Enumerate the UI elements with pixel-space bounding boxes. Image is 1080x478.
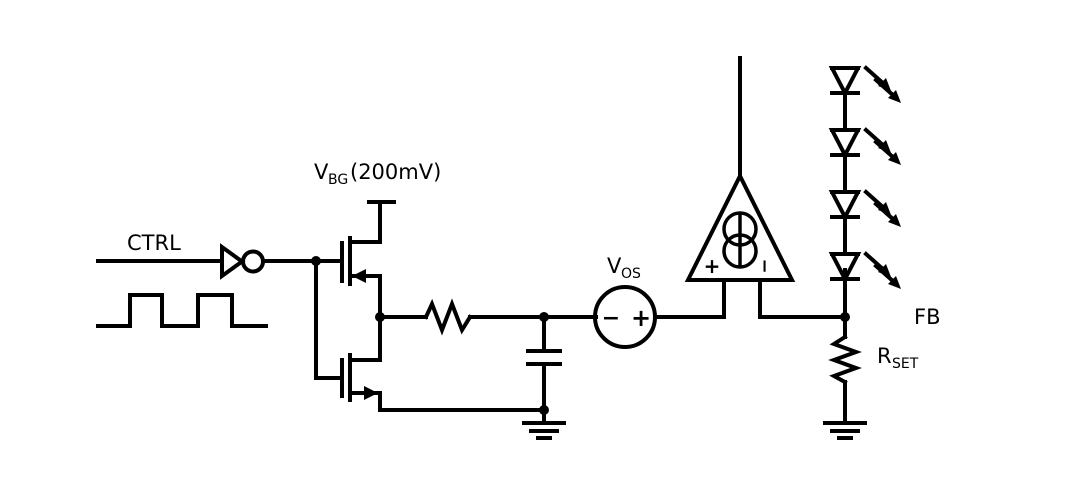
led-emission-arrow-line: [873, 139, 897, 161]
led-2: [828, 127, 901, 194]
led-diode-triangle: [828, 66, 862, 98]
amp-plus-sign: +: [704, 254, 721, 278]
fb-label: FB: [914, 305, 941, 329]
led-diode-triangle: [828, 128, 862, 160]
amp-minus-input-wire: [758, 278, 847, 319]
led-string: [828, 65, 901, 289]
inverter: [220, 243, 265, 280]
led-emission-arrow-head: [888, 90, 901, 103]
led-1: [828, 65, 901, 132]
led-emission-arrow-line: [863, 65, 887, 87]
nmos-arrow: [364, 386, 378, 400]
rset-resistor: [828, 334, 862, 385]
led-emission-arrow-line: [873, 201, 897, 223]
led-emission-arrow-head: [878, 78, 891, 91]
vos-voltage-source: − +: [593, 285, 657, 349]
filter-resistor: [423, 298, 473, 336]
led-emission-arrow-head: [888, 276, 901, 289]
led-emission-arrow-head: [888, 152, 901, 165]
vos-plus-sign: +: [631, 304, 651, 332]
amp-minus-sign: −: [754, 258, 775, 273]
led-3: [828, 189, 901, 256]
rset-label-sub: SET: [892, 356, 919, 372]
vbg-label-sub: BG: [328, 172, 348, 188]
ground-junction: [539, 405, 549, 415]
nmos-source-lead: [348, 391, 382, 412]
led-emission-arrow-head: [878, 264, 891, 277]
filter-capacitor: [526, 349, 562, 366]
op-amp: + −: [684, 56, 796, 282]
pmos-arrow: [352, 269, 366, 283]
ground-symbol-left: [522, 421, 566, 440]
op-amp-triangle: [684, 171, 796, 282]
vbg-label: V BG (200mV): [314, 160, 441, 188]
rset-label: R SET: [877, 344, 919, 372]
led-emission-arrow-line: [863, 189, 887, 211]
led-emission-arrow-line: [873, 263, 897, 285]
led-emission-arrow-head: [878, 202, 891, 215]
rset-label-main: R: [877, 344, 892, 368]
nmos-transistor: [340, 353, 382, 412]
vos-label-sub: OS: [621, 266, 641, 282]
led-emission-arrow-line: [873, 77, 897, 99]
vos-minus-sign: −: [602, 306, 620, 331]
inverter-bubble: [241, 249, 265, 274]
inverter-triangle: [220, 243, 246, 280]
led-4: [828, 251, 901, 289]
led-diode-triangle: [828, 190, 862, 222]
vos-label-main: V: [607, 254, 622, 278]
vos-label: V OS: [607, 254, 641, 282]
led-diode-triangle: [828, 252, 862, 284]
pwm-square-wave: [96, 293, 268, 328]
ground-symbol-right: [823, 421, 867, 440]
amp-plus-input-wire: [653, 278, 726, 319]
led-emission-arrow-line: [863, 251, 887, 273]
led-emission-arrow-head: [888, 214, 901, 227]
vbg-label-main: V: [314, 160, 329, 184]
led-emission-arrow-head: [878, 140, 891, 153]
ctrl-label: CTRL: [127, 231, 181, 255]
vbg-label-value: (200mV): [350, 160, 441, 184]
pmos-drain-lead: [348, 200, 382, 244]
nmos-gate-wire: [314, 259, 342, 380]
led-emission-arrow-line: [863, 127, 887, 149]
pmos-transistor: [340, 200, 396, 286]
